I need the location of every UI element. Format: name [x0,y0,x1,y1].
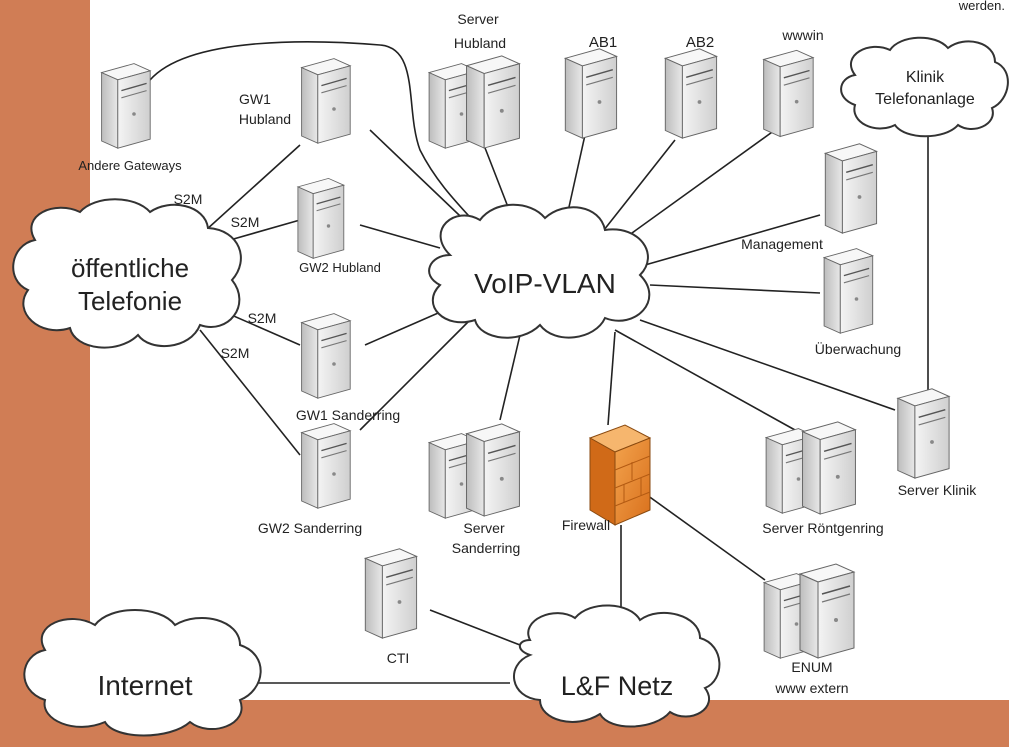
center-label: VoIP-VLAN [474,268,616,299]
cloud-voip-vlan: VoIP-VLAN [428,203,651,339]
server-icon-andere-gateways [100,62,151,149]
label-gw2-hubland: GW2 Hubland [299,260,381,275]
server-icon-ab1 [564,48,618,139]
label-andere-gateways: Andere Gateways [78,158,182,173]
server-icon-gw2-sanderring [300,422,351,509]
label-gw2-sanderring: GW2 Sanderring [258,520,362,536]
label-gw1-hubland-2: Hubland [239,111,291,127]
label-cti: CTI [387,650,410,666]
label-gw1-hubland-1: GW1 [239,91,271,107]
server-icon-cti [364,548,418,639]
label-ab1: AB1 [589,34,617,51]
label-wwwin: wwwin [781,27,823,43]
label-server-hubland-1: Server [457,11,499,27]
label-s2m-1: S2M [174,191,203,207]
public-telephony-line2: Telefonie [78,286,182,316]
label-ueberwachung: Überwachung [815,340,901,357]
label-firewall: Firewall [562,517,610,533]
label-server-roentgenring: Server Röntgenring [762,520,883,536]
klinik-line1: Klinik [906,69,945,86]
server-icon-roentgenring-b [801,421,857,515]
server-icon-management [824,143,878,234]
label-server-sanderring-2: Sanderring [452,540,521,556]
label-server-hubland-2: Hubland [454,35,506,51]
cloud-public-telephony: öffentliche Telefonie [12,198,242,349]
label-server-sanderring-1: Server [463,520,505,536]
cloud-lf-net: L&F Netz [513,604,721,728]
server-icon-gw1-sanderring [300,312,351,399]
server-icon-gw1-hubland [300,57,351,144]
server-icon-ab2 [664,48,718,139]
public-telephony-line1: öffentliche [71,253,189,283]
label-s2m-3: S2M [248,310,277,326]
label-gw1-sanderring: GW1 Sanderring [296,407,400,423]
server-icon-ueberwachung [823,247,874,334]
server-icon-hubland-b [465,55,521,149]
label-s2m-4: S2M [221,345,250,361]
server-icon-klinik [896,387,950,479]
label-server-klinik: Server Klinik [898,482,978,498]
top-right-text: werden. [958,0,1005,13]
lf-net-label: L&F Netz [561,671,674,701]
top-right-strip [860,0,1009,14]
klinik-line2: Telefonanlage [875,91,975,108]
server-icon-wwwin [762,49,814,138]
internet-label: Internet [98,670,193,701]
server-icon-enum-b [799,563,855,659]
server-icon-gw2-hubland [297,177,345,260]
firewall-icon [588,424,652,526]
label-s2m-2: S2M [231,214,260,230]
label-ab2: AB2 [686,34,714,51]
labels: werden. Andere Gateways GW1 Hubland GW2 … [78,0,1005,696]
label-enum-1: ENUM [791,659,832,675]
cloud-internet: Internet [23,609,262,737]
server-icon-sanderring-b [465,423,521,517]
cloud-klinik: Klinik Telefonanlage [840,36,1009,138]
label-enum-2: www extern [774,680,848,696]
label-management: Management [741,236,823,252]
